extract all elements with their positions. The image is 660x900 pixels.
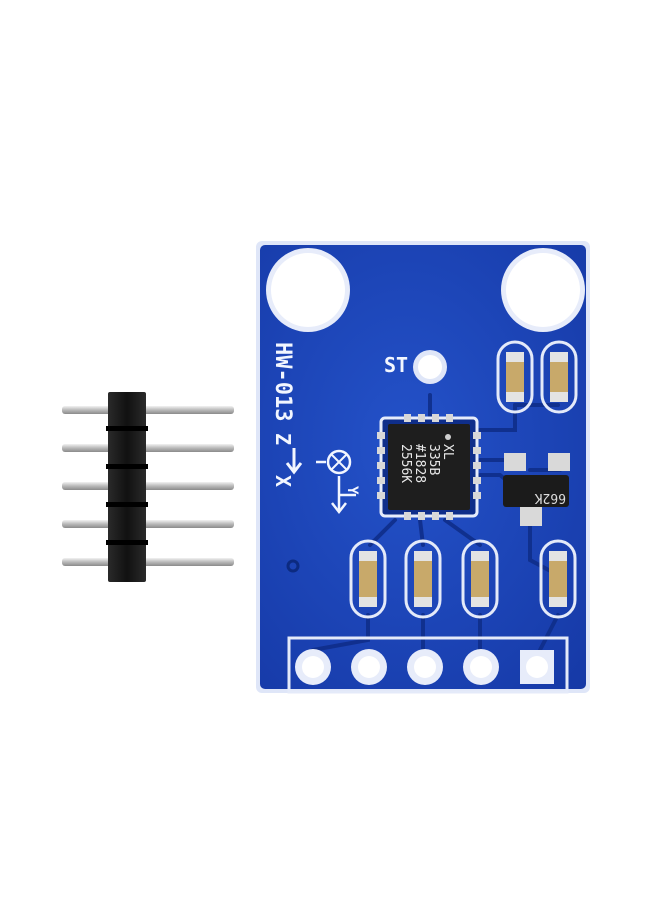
chip-pad [377, 462, 385, 469]
header-pin [62, 482, 234, 490]
board-header-outline [287, 636, 569, 694]
chip-pad [377, 477, 385, 484]
chip-pad [473, 432, 481, 439]
chip-pad [473, 462, 481, 469]
regulator-marking: 662K [535, 490, 566, 505]
chip-pad [473, 447, 481, 454]
header-pin [62, 558, 234, 566]
header-pin [62, 406, 234, 414]
chip-marking-line-4: 2556K [398, 444, 413, 483]
chip-pad [446, 414, 453, 422]
header-pin [62, 520, 234, 528]
board-pin-pad [463, 649, 499, 685]
axis-label-y: Y [344, 486, 360, 495]
axis-z-symbol-icon [316, 449, 352, 475]
smd-capacitor [496, 340, 534, 414]
board-pin-pad [351, 649, 387, 685]
mounting-hole-left [266, 248, 350, 332]
accelerometer-chip: XL 335B #1828 2556K [377, 414, 481, 520]
chip-marking-line-3: #1828 [412, 444, 427, 483]
axis-arrow-x-icon [285, 448, 303, 475]
smd-capacitor [539, 539, 577, 619]
chip-pad [418, 512, 425, 520]
chip-marking-line-1: XL [440, 444, 455, 460]
header-divider [106, 540, 148, 545]
smd-capacitor [540, 340, 578, 414]
chip-pad [473, 477, 481, 484]
header-divider [106, 502, 148, 507]
mounting-hole-right [501, 248, 585, 332]
chip-pad [404, 414, 411, 422]
chip-pad [473, 492, 481, 499]
chip-marking-line-2: 335B [426, 444, 441, 475]
chip-pad [418, 414, 425, 422]
self-test-pad [413, 350, 447, 384]
header-plastic-body [108, 392, 146, 582]
board-pin-pad [520, 650, 554, 684]
chip-pad [432, 512, 439, 520]
pin-header [62, 392, 234, 582]
axis-label-x: X [271, 475, 295, 487]
chip-pad [377, 492, 385, 499]
chip-pad [404, 512, 411, 520]
board-label: HW-013 [270, 342, 295, 421]
smd-capacitor [461, 539, 499, 619]
voltage-regulator: 662K [503, 453, 570, 526]
board-pin-pad [407, 649, 443, 685]
smd-capacitor [404, 539, 442, 619]
accelerometer-board: ST HW-013 Z X Y XL 335B [256, 241, 590, 694]
via [286, 559, 300, 573]
board-pin-pad [295, 649, 331, 685]
chip-pad [446, 512, 453, 520]
chip-pad [377, 432, 385, 439]
axis-arrow-y-icon [331, 476, 356, 515]
header-pin [62, 444, 234, 452]
chip-pad [432, 414, 439, 422]
chip-pad [377, 447, 385, 454]
smd-capacitor [349, 539, 387, 619]
axis-label-z: Z [271, 433, 295, 445]
header-divider [106, 464, 148, 469]
header-divider [106, 426, 148, 431]
self-test-label: ST [384, 353, 408, 377]
